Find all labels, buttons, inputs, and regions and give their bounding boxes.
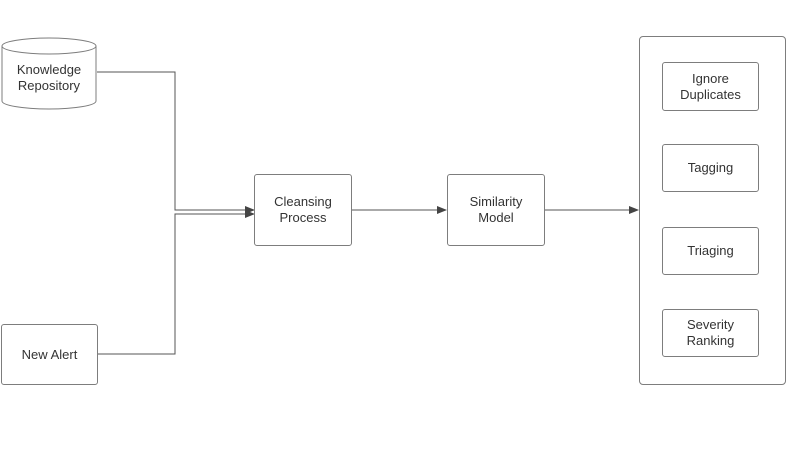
tagging-label: Tagging — [687, 160, 734, 175]
similarity-model-label: Similarity Model — [469, 194, 523, 225]
ignore-duplicates-label: Ignore Duplicates — [680, 70, 741, 102]
triaging-node: Triaging — [662, 227, 759, 275]
triaging-label: Triaging — [687, 243, 734, 258]
edge-alert-to-cleansing — [98, 210, 255, 355]
similarity-model-node: Similarity Model — [447, 174, 545, 246]
new-alert-label: New Alert — [21, 346, 78, 362]
edge-knowledge-to-cleansing — [97, 71, 255, 214]
cleansing-process-node: Cleansing Process — [254, 174, 352, 246]
ignore-duplicates-node: Ignore Duplicates — [662, 62, 759, 111]
database-cylinder-shape — [1, 37, 97, 110]
knowledge-repository-node: Knowledge Repository — [16, 62, 82, 93]
tagging-node: Tagging — [662, 144, 759, 192]
cleansing-process-label: Cleansing Process — [274, 194, 332, 225]
severity-ranking-node: Severity Ranking — [662, 309, 759, 357]
outcomes-container — [639, 36, 786, 385]
new-alert-node: New Alert — [1, 324, 98, 385]
severity-ranking-label: Severity Ranking — [686, 317, 735, 348]
